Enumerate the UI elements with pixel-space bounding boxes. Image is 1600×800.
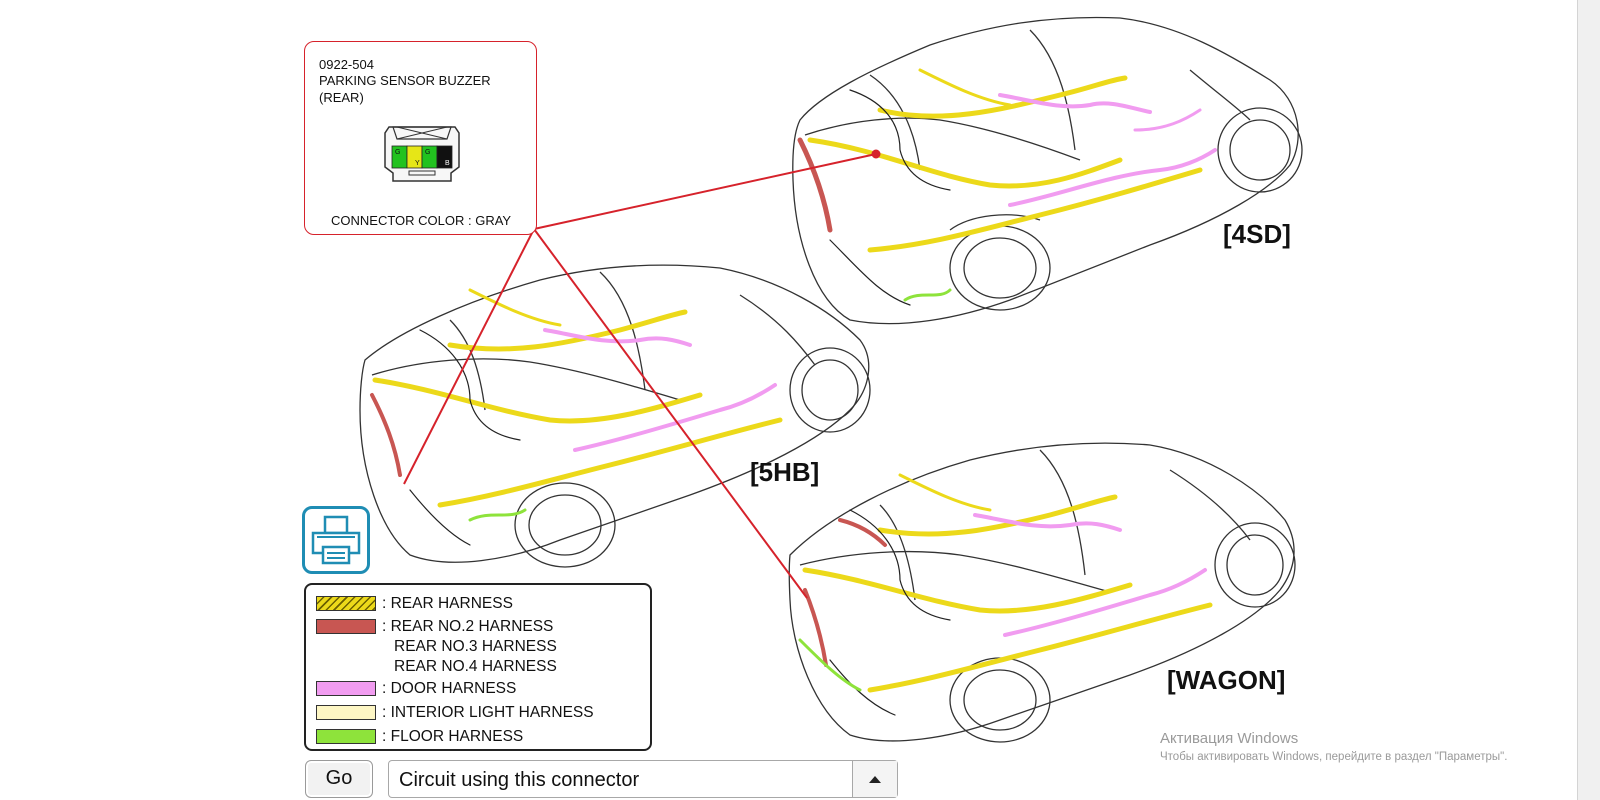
connector-pin-label: G [395, 149, 400, 156]
label-wagon: [WAGON] [1167, 665, 1286, 695]
windows-activation-title: Активация Windows [1160, 730, 1299, 747]
legend-label: : DOOR HARNESS [382, 680, 517, 697]
legend-swatch [316, 619, 376, 634]
label-5hb: [5HB] [750, 457, 820, 487]
car-wagon [788, 442, 1296, 743]
printer-icon [311, 515, 361, 565]
connector-location: (REAR) [319, 90, 364, 105]
dropdown-toggle[interactable] [852, 761, 897, 797]
legend-item-rear-no4: REAR NO.4 HARNESS [394, 658, 557, 675]
harness-legend: : REAR HARNESS : REAR NO.2 HARNESS REAR … [304, 583, 652, 751]
legend-label: : FLOOR HARNESS [382, 728, 524, 745]
circuit-select[interactable]: Circuit using this connector [388, 760, 898, 798]
go-button[interactable]: Go [305, 760, 373, 798]
legend-label: : INTERIOR LIGHT HARNESS [382, 704, 594, 721]
connector-code: 0922-504 [319, 57, 374, 72]
car-5hb [359, 264, 871, 568]
label-4sd: [4SD] [1223, 219, 1291, 249]
connector-pin-label: G [425, 149, 430, 156]
connector-pin [436, 145, 453, 169]
circuit-select-value: Circuit using this connector [399, 769, 640, 791]
connector-name: PARKING SENSOR BUZZER [319, 73, 491, 88]
legend-item-rear-no3: REAR NO.3 HARNESS [394, 638, 557, 655]
windows-activation-subtitle: Чтобы активировать Windows, перейдите в … [1160, 751, 1508, 763]
connector-pin-label: Y [415, 160, 420, 167]
chevron-up-icon [869, 776, 881, 783]
vertical-scrollbar[interactable] [1577, 0, 1600, 800]
connector-color: CONNECTOR COLOR : GRAY [331, 213, 512, 228]
legend-swatch [316, 729, 376, 744]
legend-label: : REAR HARNESS [382, 595, 513, 612]
connector-pin-label: B [445, 160, 450, 167]
legend-swatch [316, 705, 376, 720]
leader-lines [403, 149, 881, 599]
legend-label: : REAR NO.2 HARNESS [382, 618, 554, 635]
print-button[interactable] [302, 506, 370, 574]
legend-swatch [316, 681, 376, 696]
car-4sd [792, 16, 1303, 325]
legend-swatch [316, 596, 376, 611]
